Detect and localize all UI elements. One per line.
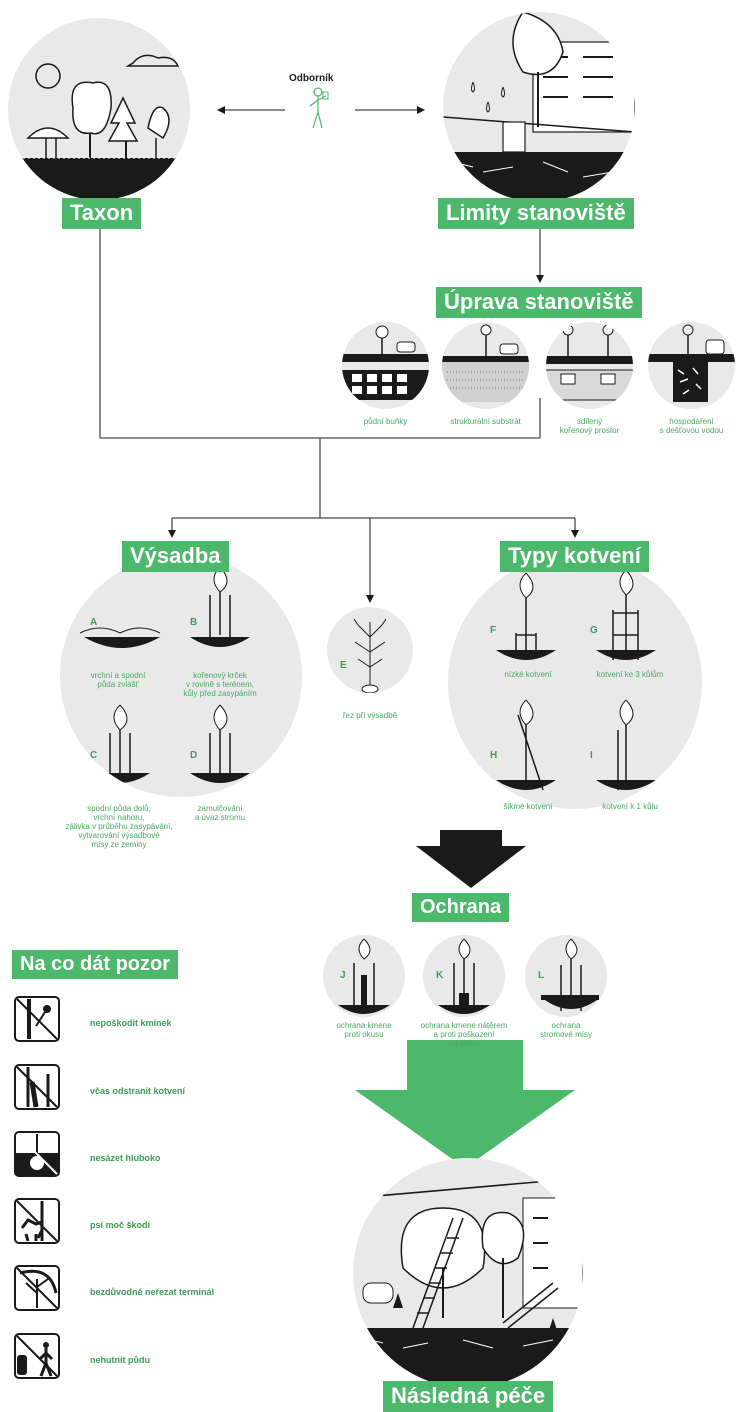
- step-b-text: kořenový krček v rovině s terénem, kůly …: [183, 671, 257, 698]
- anchoring-title: Typy kotvení: [500, 541, 649, 572]
- warning-text-3: nesázet hluboko: [90, 1153, 161, 1163]
- pruning-text: řez při výsadbě: [342, 711, 398, 720]
- protection-j-illustration: [323, 935, 405, 1017]
- step-d-letter: D: [190, 750, 198, 761]
- site-prep-title: Úprava stanoviště: [436, 287, 642, 318]
- pruning-letter: E: [340, 660, 347, 671]
- soil-cells-illustration: [342, 322, 429, 409]
- anchor-g-text: kotvení ke 3 kůlům: [596, 670, 664, 679]
- rainwater-management-illustration: [648, 322, 735, 409]
- site-limits-illustration: [443, 12, 635, 202]
- step-a-letter: A: [90, 617, 98, 628]
- anchor-i-letter: I: [590, 750, 593, 761]
- protection-l-illustration: [525, 935, 607, 1017]
- protection-l-letter: L: [538, 970, 545, 981]
- protection-j-letter: J: [340, 970, 346, 981]
- warning-text-1: nepoškodit kmínek: [90, 1018, 172, 1028]
- terminal-cut-icon: [14, 1265, 60, 1311]
- green-flow-arrow: [355, 1040, 575, 1168]
- anchor-i-text: kotvení k 1 kůlu: [602, 802, 658, 811]
- dog-urine-icon: [14, 1198, 60, 1244]
- warning-text-4: psí moč škodí: [90, 1220, 151, 1230]
- warning-text-6: nehutnit půdu: [90, 1355, 150, 1365]
- aftercare-title: Následná péče: [383, 1381, 554, 1412]
- warning-text-5: bezdůvodně neřezat terminál: [90, 1287, 215, 1297]
- anchor-removal-icon: [14, 1064, 60, 1110]
- anchor-h-text: šikmé kotvení: [503, 802, 553, 811]
- pruning-illustration: [327, 607, 413, 693]
- step-c-text: spodní půda dolů, vrchní nahoru, zálivka…: [65, 804, 173, 849]
- protection-k-text: ochrana kmene nátěrem a proti poškození …: [420, 1021, 508, 1048]
- taxon-label: Taxon: [62, 198, 142, 229]
- trunk-damage-icon: [14, 996, 60, 1042]
- planting-circle: [60, 555, 302, 797]
- step-c-letter: C: [90, 750, 98, 761]
- aftercare-illustration: [353, 1158, 583, 1388]
- planting-title: Výsadba: [122, 541, 229, 572]
- shared-root-space-illustration: [546, 322, 633, 409]
- soil-compaction-icon: [14, 1333, 60, 1379]
- site-prep-label-2: strukturální substrát: [450, 417, 521, 426]
- deep-planting-icon: [14, 1131, 60, 1177]
- structural-substrate-illustration: [442, 322, 529, 409]
- expert-person-icon: [309, 87, 329, 129]
- anchor-f-text: nízké kotvení: [504, 670, 552, 679]
- warning-text-2: včas odstranit kotvení: [90, 1086, 186, 1096]
- anchor-f-letter: F: [490, 625, 497, 636]
- dark-flow-arrow: [416, 830, 526, 888]
- site-prep-label-4: hospodaření s dešťovou vodou: [659, 417, 724, 435]
- step-d-text: zamulčování a úvaz stromu: [194, 804, 246, 822]
- anchoring-circle: [448, 555, 702, 809]
- site-prep-label-3: sdílený kořenový prostor: [559, 417, 620, 435]
- step-a-text: vrchní a spodní půda zvlášť: [90, 671, 146, 689]
- protection-k-letter: K: [436, 970, 444, 981]
- protection-j-text: ochrana kmene proti okusu: [336, 1021, 392, 1039]
- anchor-h-letter: H: [490, 750, 498, 761]
- protection-title: Ochrana: [412, 893, 510, 922]
- warnings-title: Na co dát pozor: [12, 950, 179, 979]
- site-limits-label: Limity stanoviště: [438, 198, 634, 229]
- taxon-illustration: [8, 18, 190, 200]
- protection-k-illustration: [423, 935, 505, 1017]
- site-prep-label-1: půdní buňky: [363, 417, 408, 426]
- expert-label: Odborník: [289, 73, 334, 84]
- step-b-letter: B: [190, 617, 198, 628]
- protection-l-text: ochrana stromové mísy: [539, 1021, 592, 1039]
- anchor-g-letter: G: [590, 625, 598, 636]
